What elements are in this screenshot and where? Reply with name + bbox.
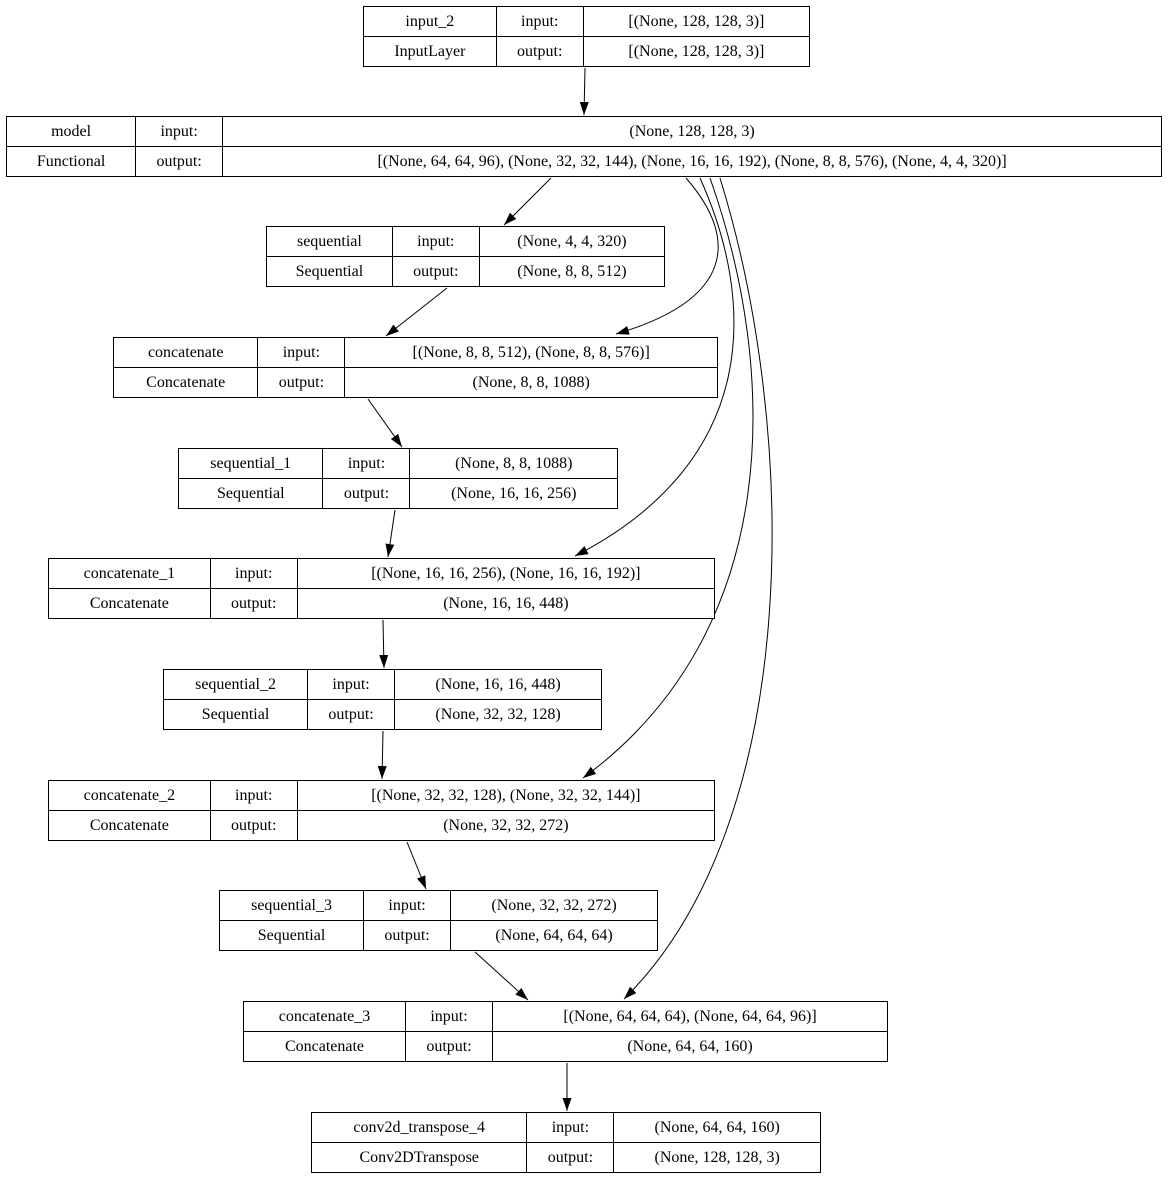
input-shape: (None, 128, 128, 3) bbox=[222, 116, 1162, 147]
input-label: input: bbox=[391, 226, 480, 257]
layer-type: Sequential bbox=[218, 920, 365, 951]
edge-concatenate_1-sequential_2 bbox=[379, 619, 389, 669]
output-shape: (None, 16, 16, 448) bbox=[296, 588, 716, 619]
output-shape: (None, 32, 32, 128) bbox=[394, 699, 602, 730]
layer-type: InputLayer bbox=[363, 36, 497, 67]
output-shape: [(None, 128, 128, 3)] bbox=[582, 36, 811, 67]
output-label: output: bbox=[526, 1142, 615, 1173]
output-shape: (None, 64, 64, 160) bbox=[492, 1031, 888, 1062]
input-shape: [(None, 16, 16, 256), (None, 16, 16, 192… bbox=[296, 558, 716, 589]
edge-sequential_3-concatenate_3 bbox=[474, 951, 529, 1001]
input-label: input: bbox=[209, 558, 298, 589]
input-shape: (None, 64, 64, 160) bbox=[613, 1112, 821, 1143]
layer-name: sequential_3 bbox=[218, 890, 365, 921]
layer-type: Functional bbox=[5, 146, 137, 177]
node-sequential_2: sequential_2 input: (None, 16, 16, 448) … bbox=[162, 669, 602, 730]
input-shape: (None, 16, 16, 448) bbox=[394, 669, 602, 700]
layer-type: Concatenate bbox=[48, 810, 211, 841]
node-sequential_1: sequential_1 input: (None, 8, 8, 1088) S… bbox=[177, 448, 618, 509]
output-label: output: bbox=[495, 36, 584, 67]
output-shape: (None, 32, 32, 272) bbox=[296, 810, 716, 841]
input-label: input: bbox=[405, 1001, 493, 1032]
node-concatenate_1: concatenate_1 input: [(None, 16, 16, 256… bbox=[48, 558, 716, 619]
output-shape: (None, 16, 16, 256) bbox=[409, 478, 618, 509]
layer-type: Sequential bbox=[177, 478, 324, 509]
input-shape: (None, 4, 4, 320) bbox=[478, 226, 666, 257]
edge-concatenate-sequential_1 bbox=[367, 398, 403, 448]
node-concatenate: concatenate input: [(None, 8, 8, 512), (… bbox=[112, 337, 718, 398]
edge-sequential-concatenate bbox=[385, 287, 448, 337]
output-shape: (None, 8, 8, 1088) bbox=[344, 367, 718, 398]
layer-type: Concatenate bbox=[243, 1031, 406, 1062]
edge-input_2-model bbox=[579, 67, 589, 116]
node-input_2: input_2 input: [(None, 128, 128, 3)] Inp… bbox=[363, 6, 811, 67]
layer-name: model bbox=[5, 116, 137, 147]
layer-type: Sequential bbox=[162, 699, 309, 730]
output-shape: [(None, 64, 64, 96), (None, 32, 32, 144)… bbox=[222, 146, 1162, 177]
output-label: output: bbox=[322, 478, 411, 509]
input-shape: [(None, 128, 128, 3)] bbox=[582, 6, 811, 37]
input-shape: (None, 32, 32, 272) bbox=[450, 890, 658, 921]
layer-type: Conv2DTranspose bbox=[310, 1142, 528, 1173]
layer-type: Sequential bbox=[266, 256, 393, 287]
input-label: input: bbox=[526, 1112, 615, 1143]
output-label: output: bbox=[257, 367, 346, 398]
layer-name: concatenate_2 bbox=[48, 780, 211, 811]
layer-name: sequential bbox=[266, 226, 393, 257]
node-sequential: sequential input: (None, 4, 4, 320) Sequ… bbox=[266, 226, 666, 287]
node-sequential_3: sequential_3 input: (None, 32, 32, 272) … bbox=[218, 890, 658, 951]
input-label: input: bbox=[135, 116, 224, 147]
output-label: output: bbox=[363, 920, 452, 951]
layer-name: input_2 bbox=[363, 6, 497, 37]
layer-name: concatenate_3 bbox=[243, 1001, 406, 1032]
output-shape: (None, 8, 8, 512) bbox=[478, 256, 666, 287]
input-label: input: bbox=[495, 6, 584, 37]
edge-sequential_2-concatenate_2 bbox=[377, 730, 387, 780]
output-label: output: bbox=[405, 1031, 493, 1062]
input-shape: [(None, 32, 32, 128), (None, 32, 32, 144… bbox=[296, 780, 716, 811]
input-shape: (None, 8, 8, 1088) bbox=[409, 448, 618, 479]
output-label: output: bbox=[209, 588, 298, 619]
input-label: input: bbox=[307, 669, 396, 700]
output-shape: (None, 64, 64, 64) bbox=[450, 920, 658, 951]
output-shape: (None, 128, 128, 3) bbox=[613, 1142, 821, 1173]
node-concatenate_3: concatenate_3 input: [(None, 64, 64, 64)… bbox=[243, 1001, 888, 1062]
edge-model-sequential bbox=[503, 177, 552, 226]
node-concatenate_2: concatenate_2 input: [(None, 32, 32, 128… bbox=[48, 780, 716, 841]
output-label: output: bbox=[391, 256, 480, 287]
layer-type: Concatenate bbox=[112, 367, 259, 398]
layer-type: Concatenate bbox=[48, 588, 211, 619]
input-shape: [(None, 8, 8, 512), (None, 8, 8, 576)] bbox=[344, 337, 718, 368]
output-label: output: bbox=[209, 810, 298, 841]
output-label: output: bbox=[135, 146, 224, 177]
input-label: input: bbox=[257, 337, 346, 368]
output-label: output: bbox=[307, 699, 396, 730]
layer-name: sequential_2 bbox=[162, 669, 309, 700]
edge-sequential_1-concatenate_1 bbox=[385, 509, 396, 558]
layer-name: concatenate_1 bbox=[48, 558, 211, 589]
node-conv2d_transpose_4: conv2d_transpose_4 input: (None, 64, 64,… bbox=[310, 1112, 821, 1173]
input-label: input: bbox=[209, 780, 298, 811]
layer-name: conv2d_transpose_4 bbox=[310, 1112, 528, 1143]
layer-name: concatenate bbox=[112, 337, 259, 368]
input-shape: [(None, 64, 64, 64), (None, 64, 64, 96)] bbox=[492, 1001, 888, 1032]
node-model: model input: (None, 128, 128, 3) Functio… bbox=[5, 116, 1162, 177]
layer-name: sequential_1 bbox=[177, 448, 324, 479]
input-label: input: bbox=[322, 448, 411, 479]
input-label: input: bbox=[363, 890, 452, 921]
edge-concatenate_2-sequential_3 bbox=[406, 841, 427, 890]
